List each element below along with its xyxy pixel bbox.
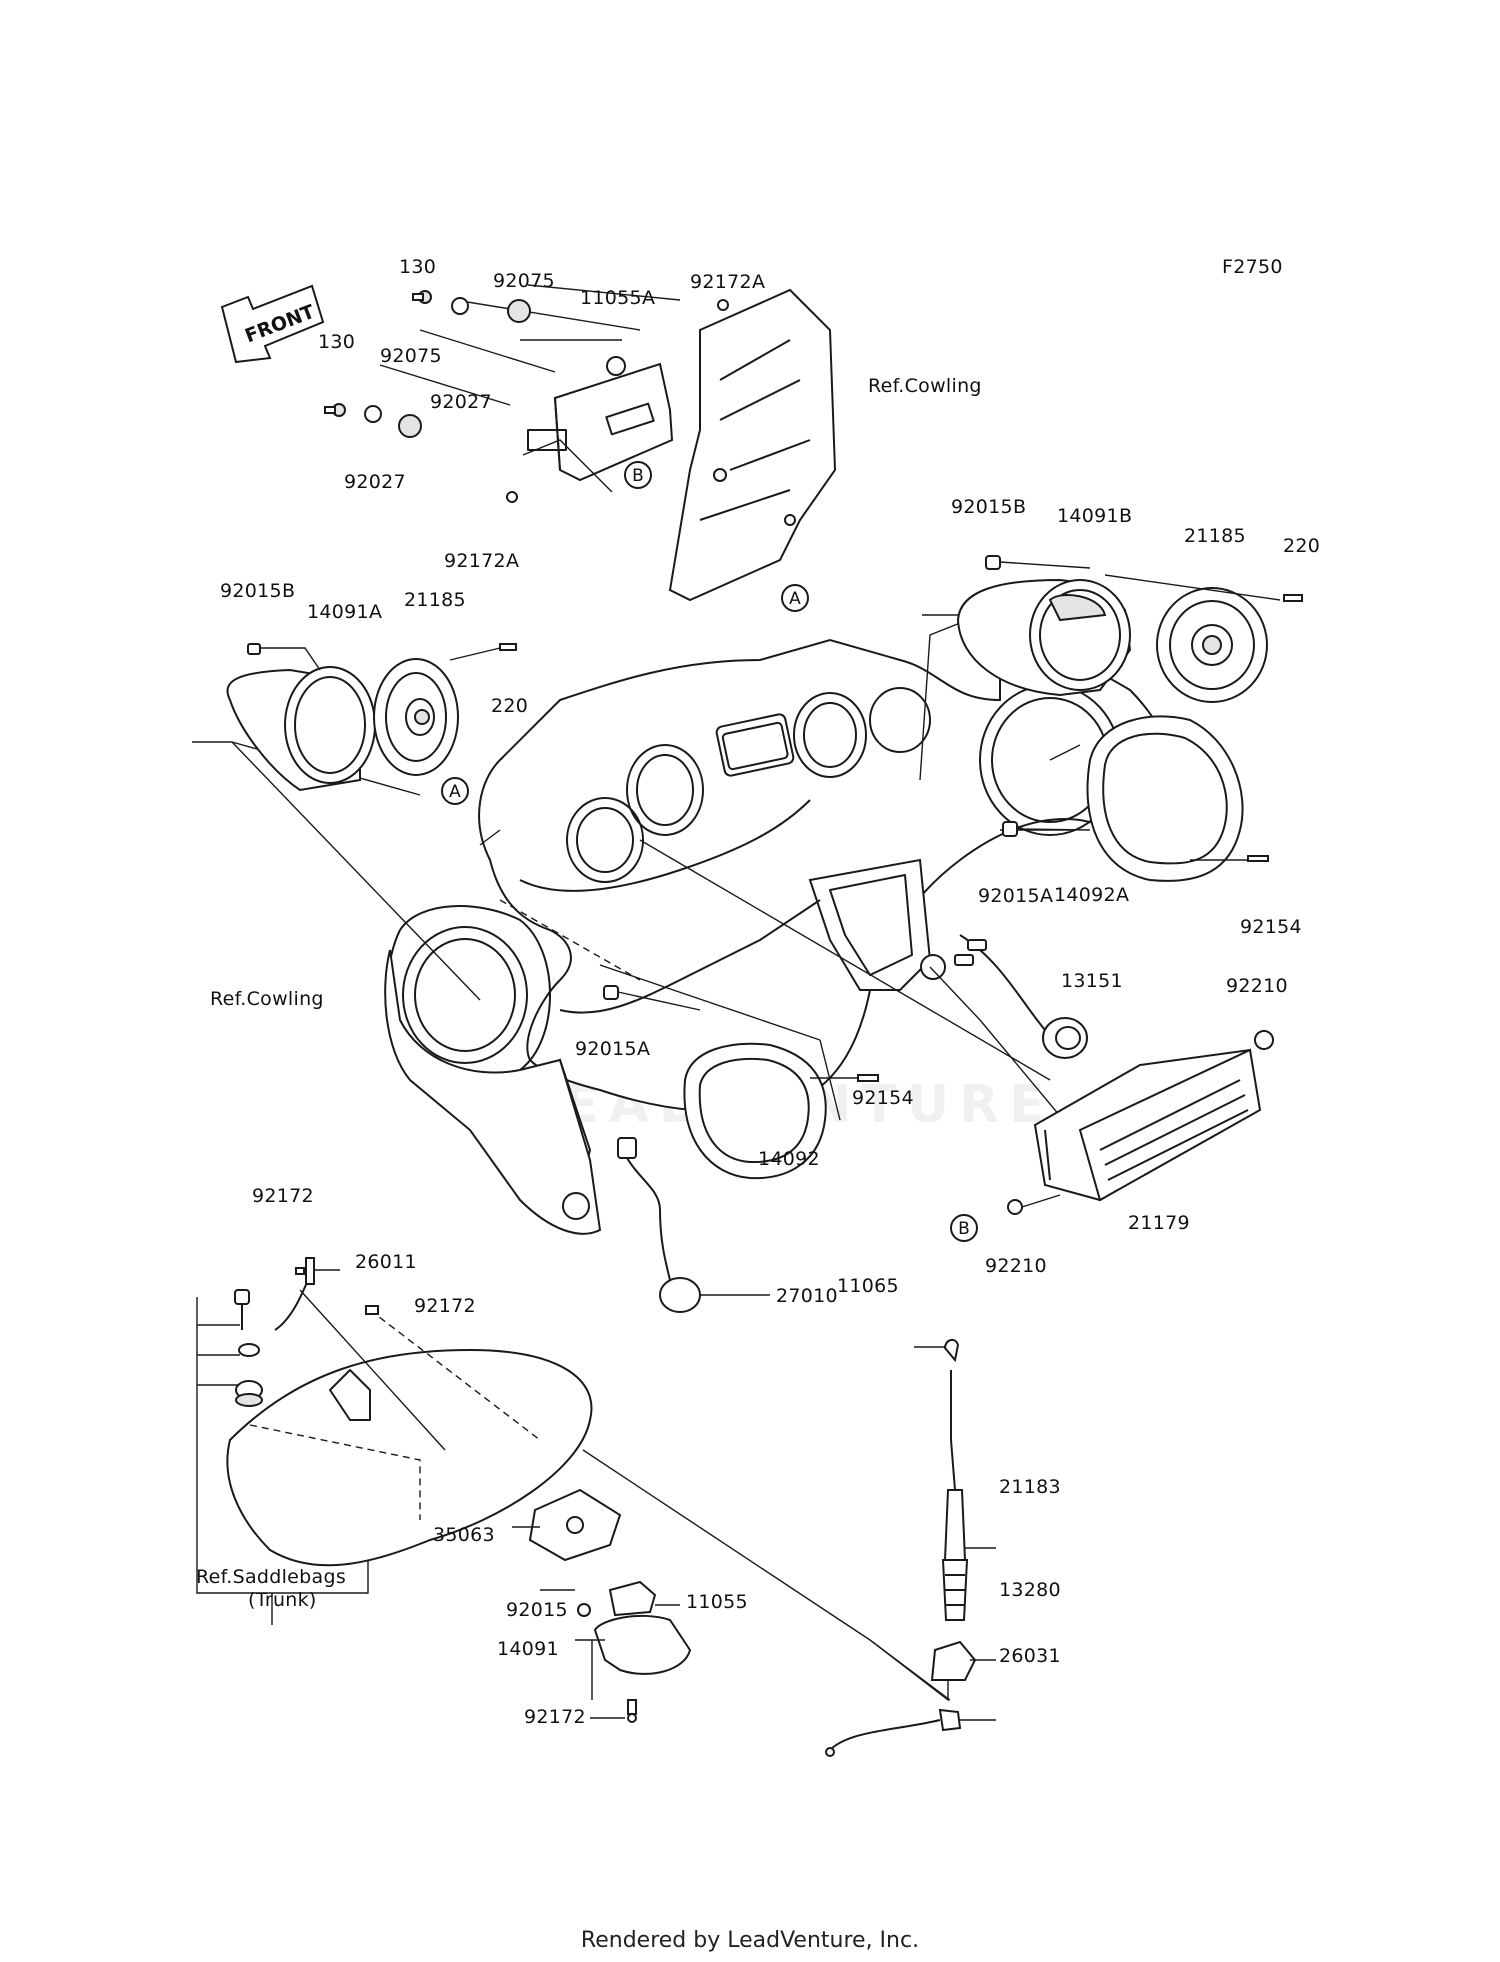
label-92172A-top: 92172A: [690, 271, 765, 293]
label-92154-left: 92154: [852, 1087, 914, 1109]
label-14092A: 14092A: [1054, 884, 1129, 906]
label-14092: 14092: [758, 1148, 820, 1170]
figure-code: F2750: [1222, 256, 1283, 278]
label-92075-mid: 92075: [380, 345, 442, 367]
antenna-assembly: [825, 1338, 996, 1757]
label-21183: 21183: [999, 1476, 1061, 1498]
label-ref-saddlebags: Ref.Saddlebags: [196, 1566, 346, 1588]
label-92210-top: 92210: [1226, 975, 1288, 997]
label-26031: 26031: [999, 1645, 1061, 1667]
label-92027-left: 92027: [344, 471, 406, 493]
trim-ring-14092: [603, 985, 879, 1180]
label-21179: 21179: [1128, 1212, 1190, 1234]
speaker-left-assembly: [226, 643, 517, 792]
svg-text:B: B: [632, 466, 644, 486]
label-130-left: 130: [318, 331, 355, 353]
label-92027-right: 92027: [430, 391, 492, 413]
label-13280: 13280: [999, 1579, 1061, 1601]
footer-credit: Rendered by LeadVenture, Inc.: [580, 1928, 920, 1953]
label-11065: 11065: [837, 1275, 899, 1297]
label-220-right: 220: [1283, 535, 1320, 557]
label-92015B-left: 92015B: [220, 580, 295, 602]
audio-unit-21179: [1007, 1030, 1274, 1215]
label-ref-cowling-left: Ref.Cowling: [210, 988, 324, 1010]
label-ref-saddlebags-trunk: (Trunk): [248, 1589, 317, 1611]
speaker-right-assembly: [956, 555, 1303, 882]
power-socket-13151: [954, 934, 1088, 1059]
svg-text:A: A: [449, 782, 461, 802]
label-92172-top: 92172: [252, 1185, 314, 1207]
label-92154-right: 92154: [1240, 916, 1302, 938]
marker-a-top: A: [781, 584, 809, 612]
label-11055: 11055: [686, 1591, 748, 1613]
label-92015A-left: 92015A: [575, 1038, 650, 1060]
label-92172-bottom: 92172: [524, 1706, 586, 1728]
label-92210-bottom: 92210: [985, 1255, 1047, 1277]
label-130-top: 130: [399, 256, 436, 278]
label-92075-top: 92075: [493, 270, 555, 292]
label-14091: 14091: [497, 1638, 559, 1660]
label-21185-left: 21185: [404, 589, 466, 611]
fasteners-top-left: [324, 290, 729, 503]
label-92172-mid: 92172: [414, 1295, 476, 1317]
label-92015B-right: 92015B: [951, 496, 1026, 518]
label-11055A: 11055A: [580, 287, 655, 309]
front-arrow: FRONT: [220, 284, 325, 364]
upper-bracket-group: [379, 284, 837, 602]
main-cowling: [384, 638, 1192, 1235]
label-220-left: 220: [491, 695, 528, 717]
svg-text:A: A: [789, 589, 801, 609]
label-35063: 35063: [433, 1524, 495, 1546]
label-92015A-right: 92015A: [978, 885, 1053, 907]
label-92015: 92015: [506, 1599, 568, 1621]
label-27010: 27010: [776, 1285, 838, 1307]
label-13151: 13151: [1061, 970, 1123, 992]
label-14091B: 14091B: [1057, 505, 1132, 527]
svg-text:B: B: [958, 1219, 970, 1239]
label-14091A: 14091A: [307, 601, 382, 623]
marker-b-top: B: [624, 461, 652, 489]
marker-a-mid: A: [441, 777, 469, 805]
label-92172A-bottom: 92172A: [444, 550, 519, 572]
label-26011: 26011: [355, 1251, 417, 1273]
label-21185-right: 21185: [1184, 525, 1246, 547]
connector-27010: [617, 1137, 770, 1313]
marker-b-bottom: B: [950, 1214, 978, 1242]
label-ref-cowling-top: Ref.Cowling: [868, 375, 982, 397]
saddlebag-mount-group: [196, 1257, 692, 1723]
